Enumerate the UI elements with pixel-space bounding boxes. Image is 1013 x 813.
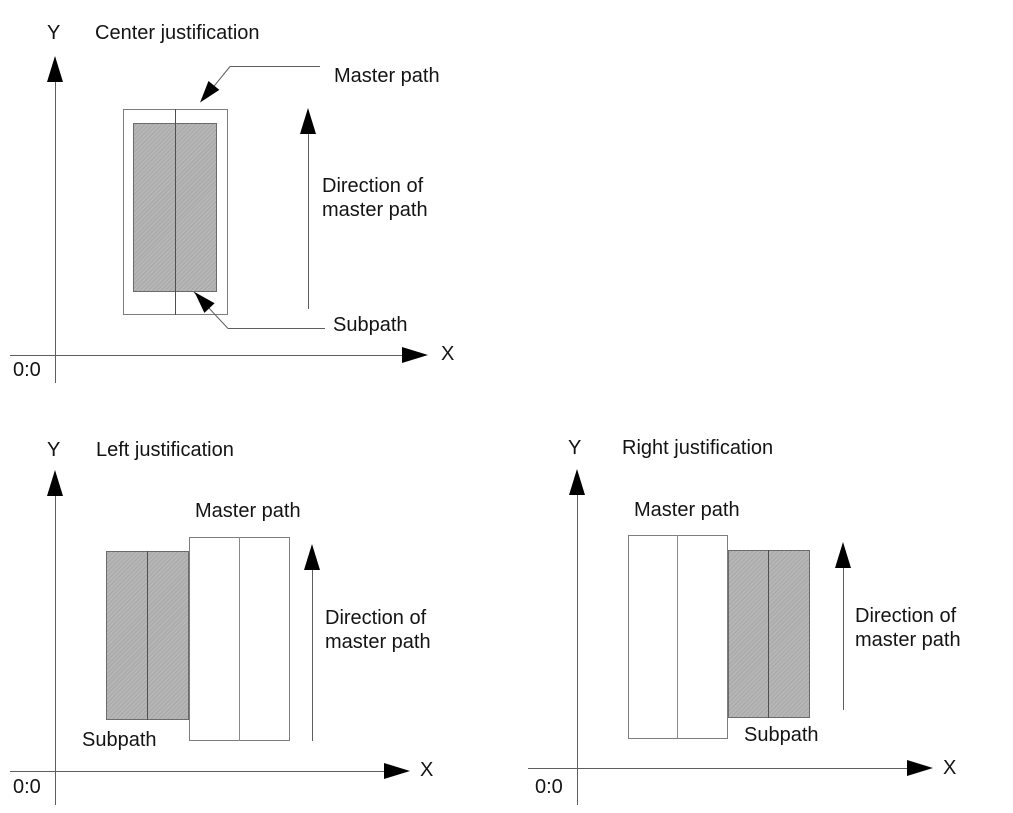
origin-label: 0:0 bbox=[13, 776, 41, 798]
x-axis-line bbox=[10, 771, 388, 772]
y-axis-label: Y bbox=[47, 22, 61, 44]
x-axis-label: X bbox=[441, 343, 455, 365]
x-axis-line bbox=[528, 768, 911, 769]
x-axis-line bbox=[10, 355, 406, 356]
master-path-leader-line bbox=[230, 66, 320, 67]
y-axis-line bbox=[55, 70, 56, 383]
y-axis-arrowhead-icon bbox=[569, 469, 585, 495]
direction-arrowhead-icon bbox=[300, 108, 316, 134]
direction-arrow-line bbox=[843, 560, 844, 710]
subpath-centerline bbox=[147, 551, 148, 720]
subpath-label: Subpath bbox=[333, 314, 408, 336]
direction-arrowhead-icon bbox=[835, 542, 851, 568]
master-path-label: Master path bbox=[634, 499, 740, 521]
master-path-label: Master path bbox=[334, 65, 440, 87]
subpath-rect bbox=[728, 550, 810, 718]
x-axis-arrowhead-icon bbox=[402, 347, 428, 363]
origin-label: 0:0 bbox=[13, 359, 41, 381]
master-path-centerline bbox=[239, 537, 240, 741]
master-path-rect bbox=[628, 535, 728, 739]
diagram-title: Center justification bbox=[95, 22, 260, 44]
x-axis-arrowhead-icon bbox=[907, 760, 933, 776]
y-axis-line bbox=[55, 485, 56, 805]
x-axis-arrowhead-icon bbox=[384, 763, 410, 779]
origin-label: 0:0 bbox=[535, 776, 563, 798]
x-axis-label: X bbox=[943, 757, 957, 779]
y-axis-arrowhead-icon bbox=[47, 56, 63, 82]
direction-arrowhead-icon bbox=[304, 544, 320, 570]
direction-arrow-line bbox=[308, 130, 309, 309]
y-axis-arrowhead-icon bbox=[47, 470, 63, 496]
y-axis-line bbox=[577, 484, 578, 805]
direction-label: Direction of master path bbox=[855, 605, 961, 651]
direction-label: Direction of master path bbox=[322, 175, 428, 221]
subpath-centerline bbox=[768, 550, 769, 718]
y-axis-label: Y bbox=[47, 439, 61, 461]
direction-arrow-line bbox=[312, 560, 313, 741]
subpath-leader-line bbox=[228, 328, 325, 329]
direction-label: Direction of master path bbox=[325, 607, 431, 653]
master-path-centerline bbox=[175, 109, 176, 315]
x-axis-label: X bbox=[420, 759, 434, 781]
subpath-label: Subpath bbox=[744, 724, 819, 746]
subpath-label: Subpath bbox=[82, 729, 157, 751]
y-axis-label: Y bbox=[568, 437, 582, 459]
diagram-title: Left justification bbox=[96, 439, 234, 461]
diagram-title: Right justification bbox=[622, 437, 774, 459]
master-path-label: Master path bbox=[195, 500, 301, 522]
master-path-centerline bbox=[677, 535, 678, 739]
